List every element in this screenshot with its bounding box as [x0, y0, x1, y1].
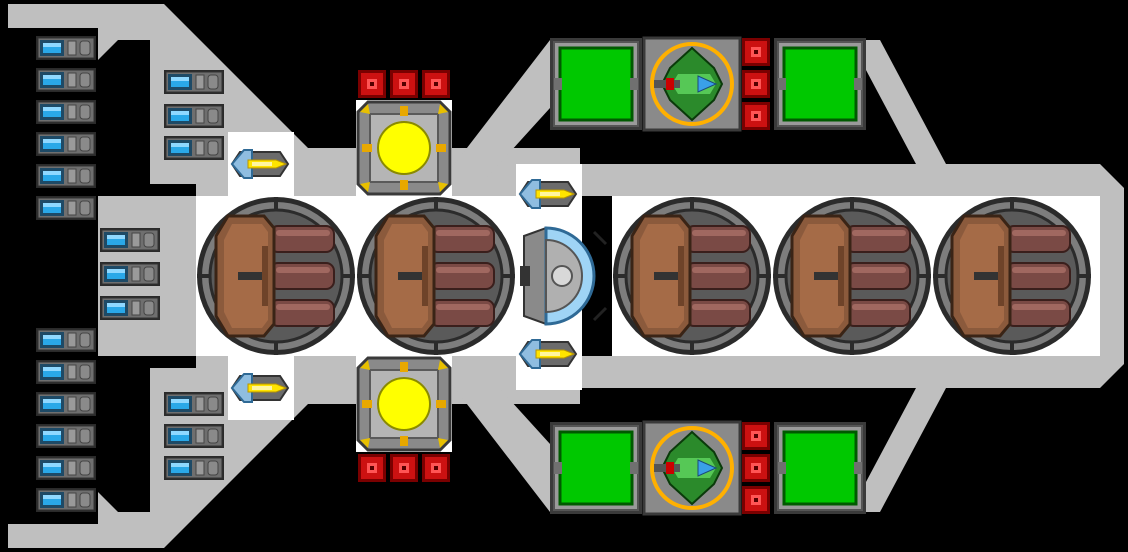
- thruster-icon[interactable]: [231, 149, 289, 179]
- thruster-icon[interactable]: [519, 179, 577, 209]
- triple-cannon-turret-icon[interactable]: [771, 195, 933, 357]
- thruster-icon[interactable]: [519, 339, 577, 369]
- missile-pod-row-top[interactable]: [358, 70, 450, 98]
- triple-cannon-turret-icon[interactable]: [611, 195, 773, 357]
- battery-cell-column-lower-inner[interactable]: [163, 391, 225, 481]
- battery-cell-column-top-left[interactable]: [35, 35, 97, 221]
- fighter-hangar-icon[interactable]: [642, 36, 742, 132]
- missile-pod-row-bottom[interactable]: [358, 454, 450, 482]
- battery-cell-column-bottom-left[interactable]: [35, 327, 97, 513]
- triple-cannon-turret-icon[interactable]: [355, 195, 517, 357]
- shield-panel-icon[interactable]: [548, 36, 644, 132]
- reactor-core-icon[interactable]: [354, 98, 454, 198]
- thruster-icon[interactable]: [231, 373, 289, 403]
- fighter-hangar-icon[interactable]: [642, 420, 742, 516]
- missile-pod-column-bottom[interactable]: [742, 422, 770, 514]
- battery-cell-column-upper-inner[interactable]: [163, 69, 225, 161]
- shield-panel-icon[interactable]: [772, 420, 868, 516]
- triple-cannon-turret-icon[interactable]: [931, 195, 1093, 357]
- missile-pod-column-top[interactable]: [742, 38, 770, 130]
- battery-cell-column-middle[interactable]: [99, 227, 161, 321]
- shield-panel-icon[interactable]: [548, 420, 644, 516]
- triple-cannon-turret-icon[interactable]: [195, 195, 357, 357]
- shield-panel-icon[interactable]: [772, 36, 868, 132]
- reactor-core-icon[interactable]: [354, 354, 454, 454]
- cockpit-icon[interactable]: [520, 226, 608, 326]
